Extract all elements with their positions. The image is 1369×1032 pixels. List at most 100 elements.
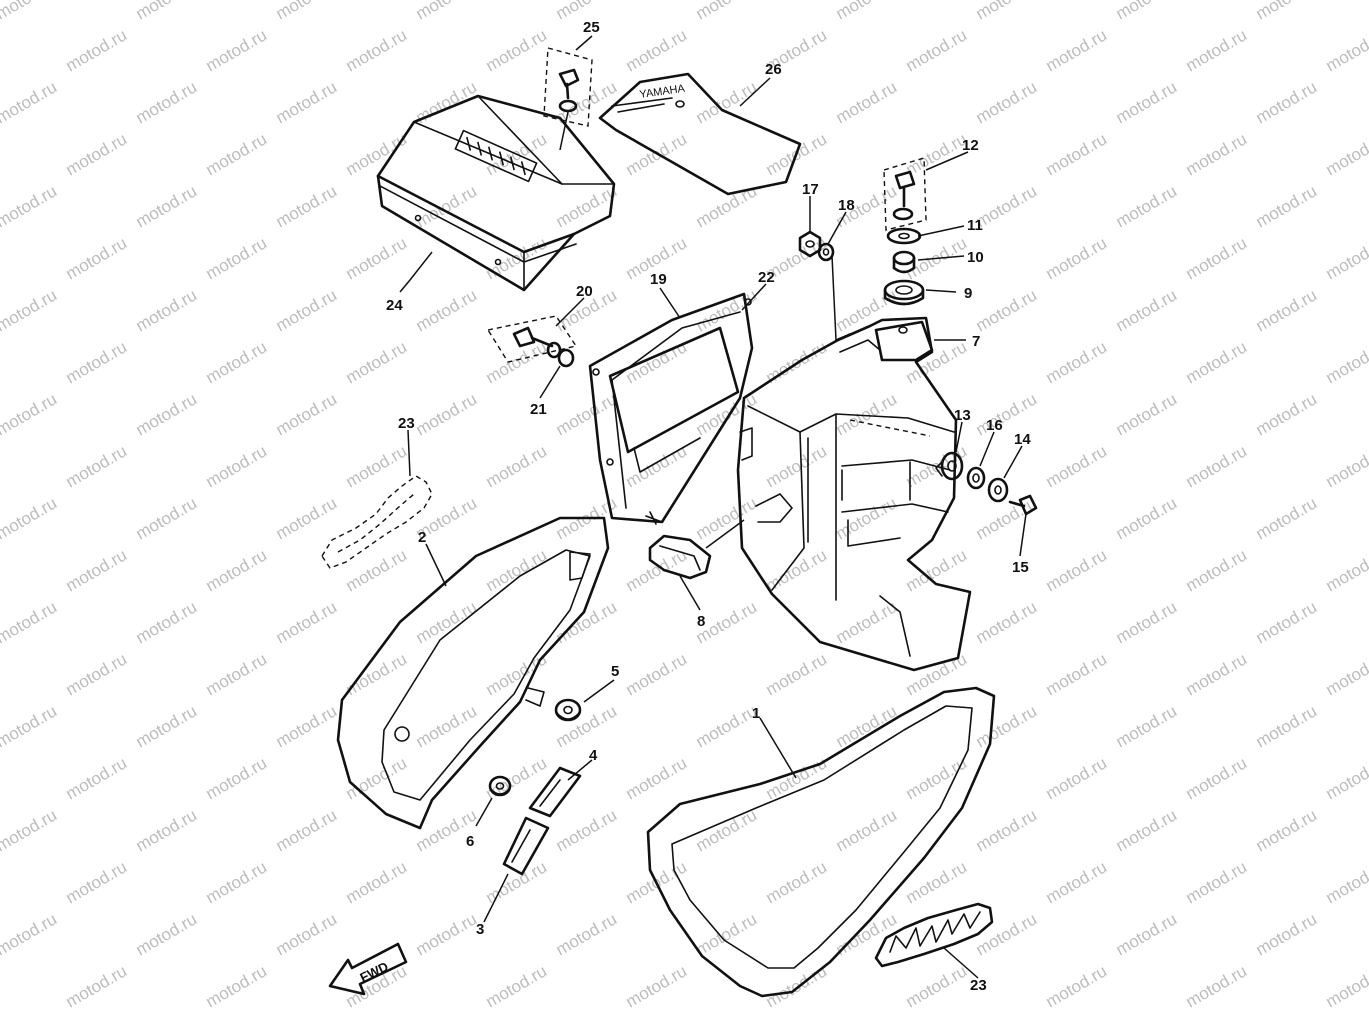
watermark-text: motod.ru <box>483 441 551 491</box>
watermark-text: motod.ru <box>1323 857 1369 907</box>
watermark-text: motod.ru <box>203 233 271 283</box>
watermark-text: motod.ru <box>833 493 901 543</box>
watermark-text: motod.ru <box>483 25 551 75</box>
watermark-text: motod.ru <box>0 389 60 439</box>
watermark-text: motod.ru <box>413 285 481 335</box>
watermark-text: motod.ru <box>973 909 1041 959</box>
watermark-text: motod.ru <box>1183 441 1251 491</box>
watermark-text: motod.ru <box>1043 441 1111 491</box>
watermark-text: motod.ru <box>1183 337 1251 387</box>
watermark-text: motod.ru <box>63 25 131 75</box>
callout-7: 7 <box>972 333 980 350</box>
watermark-text: motod.ru <box>553 701 621 751</box>
watermark-text: motod.ru <box>1183 753 1251 803</box>
watermark-text: motod.ru <box>903 337 971 387</box>
watermark-text: motod.ru <box>1323 753 1369 803</box>
watermark-text: motod.ru <box>1253 597 1321 647</box>
watermark-text: motod.ru <box>483 649 551 699</box>
watermark-text: motod.ru <box>63 337 131 387</box>
watermark-text: motod.ru <box>623 649 691 699</box>
watermark-text: motod.ru <box>203 649 271 699</box>
watermark-text: motod.ru <box>343 441 411 491</box>
callout-23-right: 23 <box>970 977 987 994</box>
watermark-text: motod.ru <box>1113 805 1181 855</box>
watermark-text: motod.ru <box>63 649 131 699</box>
callout-3: 3 <box>476 921 484 938</box>
callout-2: 2 <box>418 529 426 546</box>
watermark-text: motod.ru <box>1323 337 1369 387</box>
watermark-text: motod.ru <box>1323 233 1369 283</box>
watermark-text: motod.ru <box>343 649 411 699</box>
watermark-text: motod.ru <box>273 701 341 751</box>
watermark-text: motod.ru <box>413 389 481 439</box>
watermark-text: motod.ru <box>1113 701 1181 751</box>
callout-21: 21 <box>530 401 547 418</box>
watermark-text: motod.ru <box>343 753 411 803</box>
watermark-text: motod.ru <box>343 25 411 75</box>
watermark-text: motod.ru <box>203 961 271 1011</box>
watermark-text: motod.ru <box>763 441 831 491</box>
watermark-text: motod.ru <box>1253 805 1321 855</box>
watermark-text: motod.ru <box>763 649 831 699</box>
callout-9: 9 <box>964 285 972 302</box>
watermark-text: motod.ru <box>1113 285 1181 335</box>
watermark-text: motod.ru <box>973 597 1041 647</box>
watermark-text: motod.ru <box>553 389 621 439</box>
watermark-text: motod.ru <box>1043 545 1111 595</box>
watermark-text: motod.ru <box>1043 649 1111 699</box>
callout-1: 1 <box>752 705 760 722</box>
watermark-text: motod.ru <box>0 181 60 231</box>
part-decal-23-left <box>322 476 432 568</box>
callout-19: 19 <box>650 271 667 288</box>
watermark-text: motod.ru <box>693 493 761 543</box>
watermark-text: motod.ru <box>623 545 691 595</box>
watermark-text: motod.ru <box>1323 961 1369 1011</box>
watermark-text: motod.ru <box>1253 77 1321 127</box>
callout-14: 14 <box>1014 431 1031 448</box>
watermark-text: motod.ru <box>1113 493 1181 543</box>
watermark-text: motod.ru <box>133 597 201 647</box>
watermark-text: motod.ru <box>343 337 411 387</box>
watermark-text: motod.ru <box>1183 649 1251 699</box>
watermark-text: motod.ru <box>973 77 1041 127</box>
watermark-text: motod.ru <box>273 493 341 543</box>
watermark-text: motod.ru <box>203 545 271 595</box>
callout-23-left: 23 <box>398 415 415 432</box>
watermark-text: motod.ru <box>273 597 341 647</box>
watermark-text: motod.ru <box>0 805 60 855</box>
watermark-text: motod.ru <box>413 909 481 959</box>
watermark-text: motod.ru <box>1113 0 1181 23</box>
watermark-text: motod.ru <box>413 77 481 127</box>
watermark-text: motod.ru <box>903 25 971 75</box>
watermark-text: motod.ru <box>133 805 201 855</box>
watermark-text: motod.ru <box>763 857 831 907</box>
callout-16: 16 <box>986 417 1003 434</box>
watermark-text: motod.ru <box>273 285 341 335</box>
watermark-text: motod.ru <box>1113 77 1181 127</box>
watermark-text: motod.ru <box>903 129 971 179</box>
watermark-text: motod.ru <box>1043 25 1111 75</box>
callout-11: 11 <box>967 217 983 234</box>
callout-17: 17 <box>802 181 819 198</box>
callout-12: 12 <box>962 137 979 154</box>
watermark-text: motod.ru <box>0 77 60 127</box>
watermark-text: motod.ru <box>553 805 621 855</box>
watermark-text: motod.ru <box>553 909 621 959</box>
watermark-text: motod.ru <box>1253 389 1321 439</box>
watermark-text: motod.ru <box>343 545 411 595</box>
watermark-text: motod.ru <box>273 0 341 23</box>
watermark-text: motod.ru <box>413 597 481 647</box>
watermark-text: motod.ru <box>203 857 271 907</box>
watermark-text: motod.ru <box>1183 961 1251 1011</box>
watermark-text: motod.ru <box>343 129 411 179</box>
callout-5: 5 <box>611 663 619 680</box>
watermark-text: motod.ru <box>63 233 131 283</box>
watermark-text: motod.ru <box>133 493 201 543</box>
callout-15: 15 <box>1012 559 1029 576</box>
watermark-text: motod.ru <box>1113 909 1181 959</box>
callout-18: 18 <box>838 197 855 214</box>
watermark-text: motod.ru <box>483 337 551 387</box>
watermark-text: motod.ru <box>63 961 131 1011</box>
svg-text:YAMAHA: YAMAHA <box>639 83 687 101</box>
